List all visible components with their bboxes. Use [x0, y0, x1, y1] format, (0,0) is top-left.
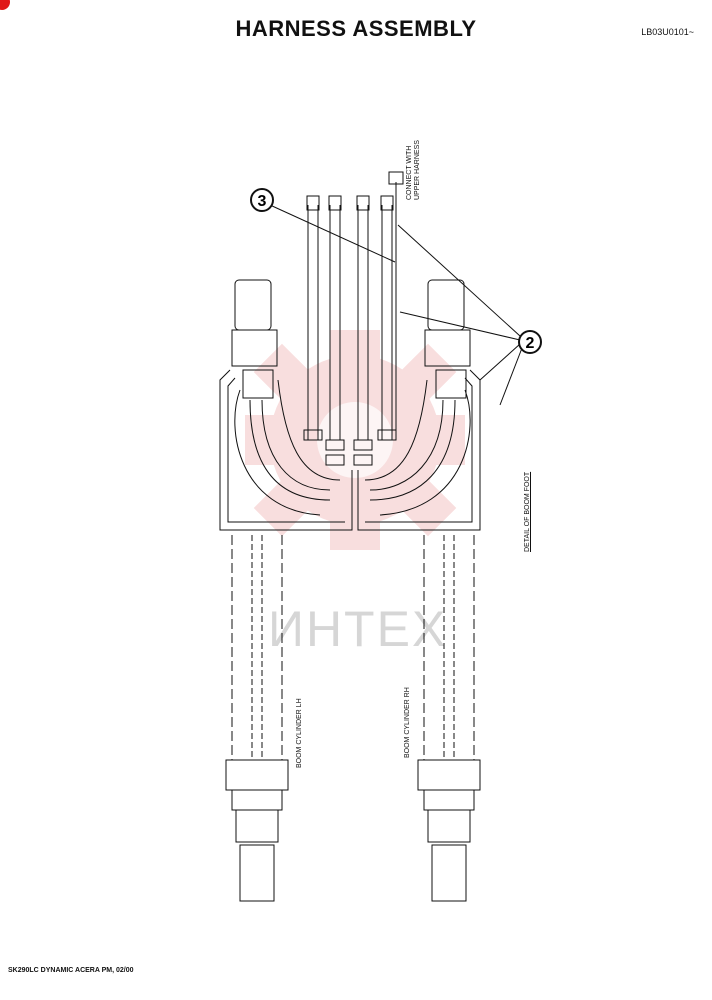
svg-text:3: 3	[258, 193, 267, 210]
callout-3: 3	[250, 188, 274, 212]
right-cylinder-body	[417, 535, 481, 902]
vertical-pipes	[307, 182, 397, 440]
left-cylinder-body	[225, 535, 289, 902]
detail-label: DETAIL OF BOOM FOOT	[524, 471, 531, 552]
svg-text:2: 2	[526, 335, 535, 352]
callout-2: 2	[518, 330, 542, 354]
left-cylinder-head	[234, 279, 272, 331]
corner-mark	[0, 0, 10, 10]
page-title: HARNESS ASSEMBLY	[235, 16, 477, 41]
footer-text: SK290LC DYNAMIC ACERA PM, 02/00	[8, 967, 134, 974]
boom-cylinder-lh-label: BOOM CYLINDER LH	[296, 698, 303, 768]
connect-label-line2: UPPER HARNESS	[414, 140, 421, 200]
boom-cylinder-rh-label: BOOM CYLINDER RH	[404, 687, 411, 758]
top-fittings	[306, 171, 404, 211]
drawing-code: LB03U0101~	[641, 27, 694, 37]
watermark-text: ИНТЕХ	[268, 601, 448, 657]
connect-label-line1: CONNECT WITH	[406, 145, 413, 200]
